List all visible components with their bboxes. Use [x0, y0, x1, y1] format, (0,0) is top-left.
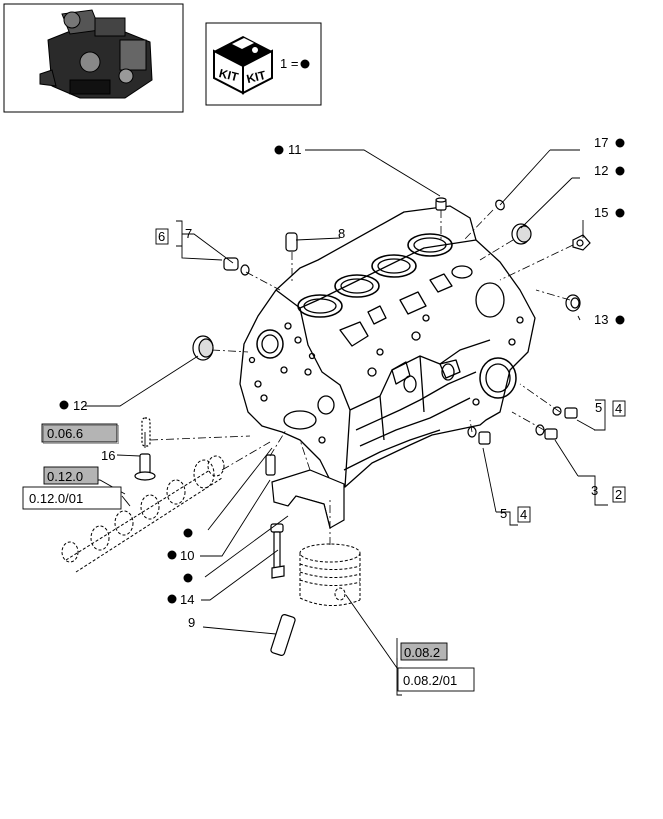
callout-15: 15 — [594, 205, 608, 220]
ref-008201-label: 0.08.2/01 — [403, 673, 457, 688]
callout-10: 10 — [180, 548, 194, 563]
callout-12-upper: 12 — [594, 163, 608, 178]
callout-17-kit-dot-icon — [615, 138, 625, 148]
callout-10-kit-dot-icon — [167, 550, 177, 560]
reference-boxes: 0.06.6 0.12.0 0.12.0/01 0.08.2 0.08.2/01 — [22, 423, 475, 692]
kit-box-icon: KIT KIT — [213, 36, 273, 95]
callout-11-kit-dot-icon — [274, 145, 284, 155]
piston — [299, 543, 361, 606]
camshaft — [61, 455, 225, 573]
callout-11: 11 — [288, 142, 302, 157]
ref-012001[interactable]: 0.12.0/01 — [22, 486, 122, 510]
callout-15-kit-dot-icon — [615, 208, 625, 218]
callout-17: 17 — [594, 135, 608, 150]
callout-5-lower: 5 — [500, 506, 507, 521]
ref-0120-label: 0.12.0 — [47, 469, 83, 484]
ref-0120[interactable]: 0.12.0 — [43, 466, 99, 485]
callout-5-right: 5 — [595, 400, 602, 415]
alignment-lines — [149, 209, 574, 545]
callout-6: 6 — [158, 229, 165, 244]
callout-6-box — [155, 228, 169, 245]
callout-labels: 17 12 11 15 13 7 8 6 12 16 5 4 3 2 5 4 1… — [59, 135, 626, 630]
callout-12-lower: 12 — [73, 398, 87, 413]
kit-label-right: KIT — [245, 68, 268, 86]
leader-lines — [84, 149, 608, 696]
engine-thumbnail-icon — [39, 9, 153, 99]
callout-4-lower-box — [517, 506, 531, 523]
callout-3: 3 — [591, 483, 598, 498]
engine-block — [239, 205, 536, 488]
kit-legend: KIT KIT 1 = — [205, 22, 322, 106]
ref-0082-label: 0.08.2 — [404, 645, 440, 660]
ref-0082[interactable]: 0.08.2 — [400, 642, 448, 661]
callout-14: 14 — [180, 592, 194, 607]
callout-7: 7 — [185, 226, 192, 241]
kit-equation: 1 = — [280, 56, 298, 71]
callout-kit-dot-1-icon — [183, 528, 193, 538]
callout-12-upper-kit-dot-icon — [615, 166, 625, 176]
loose-parts — [134, 197, 591, 657]
ref-008201[interactable]: 0.08.2/01 — [397, 667, 475, 692]
kit-label-left: KIT — [218, 66, 241, 84]
callout-16: 16 — [101, 448, 115, 463]
callout-13: 13 — [594, 312, 608, 327]
callout-8: 8 — [338, 226, 345, 241]
ref-0066[interactable]: 0.06.6 — [41, 423, 119, 444]
callout-4-lower: 4 — [520, 507, 527, 522]
callout-12-lower-kit-dot-icon — [59, 400, 69, 410]
ref-0066-label: 0.06.6 — [47, 426, 83, 441]
callout-2-box — [612, 486, 626, 503]
callout-9: 9 — [188, 615, 195, 630]
kit-dot-icon — [300, 59, 310, 69]
callout-kit-dot-2-icon — [183, 573, 193, 583]
callout-14-kit-dot-icon — [167, 594, 177, 604]
callout-13-kit-dot-icon — [615, 315, 625, 325]
ref-012001-label: 0.12.0/01 — [29, 491, 83, 506]
callout-4-right: 4 — [615, 401, 622, 416]
callout-4-right-box — [612, 400, 626, 417]
callout-2: 2 — [615, 487, 622, 502]
engine-thumbnail[interactable] — [3, 3, 184, 113]
